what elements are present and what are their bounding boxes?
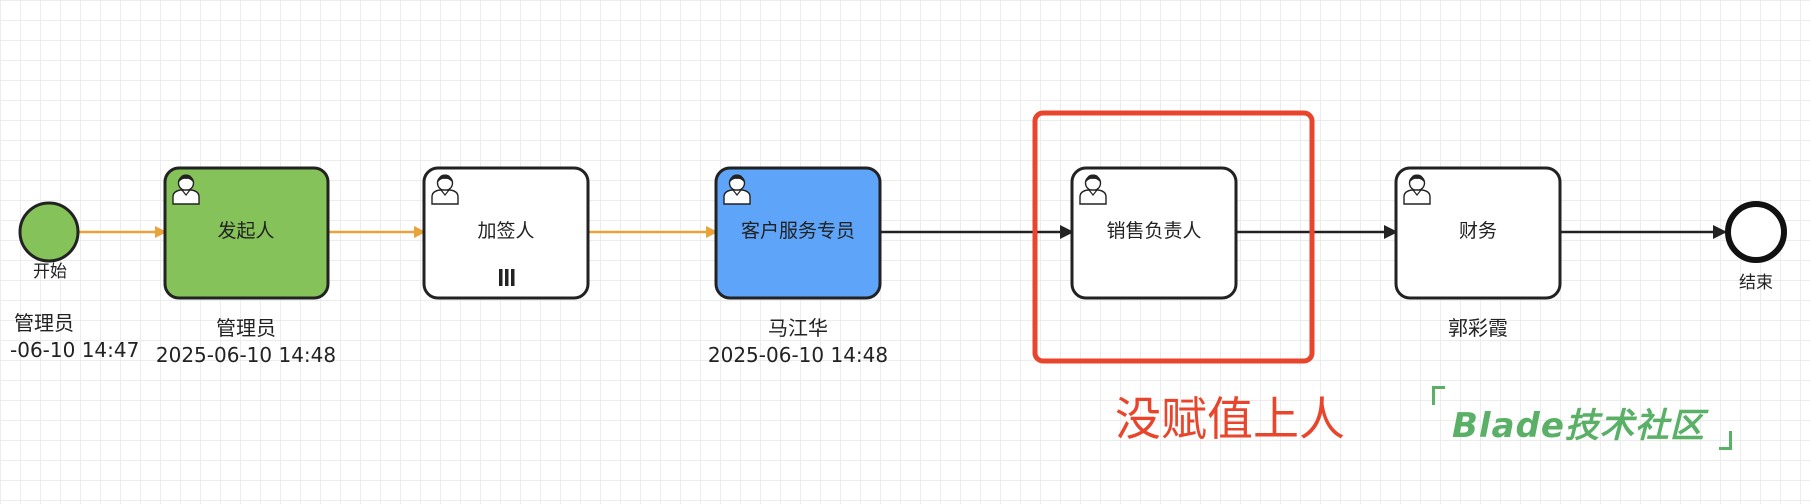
finance-user-label: 郭彩霞 xyxy=(1448,316,1508,340)
watermark: Blade技术社区 xyxy=(1432,380,1732,456)
start-time-label: -06-10 14:47 xyxy=(10,338,140,362)
initiator-time-label: 2025-06-10 14:48 xyxy=(155,343,337,367)
start-event[interactable] xyxy=(18,201,80,263)
start-user-label: 管理员 xyxy=(14,311,74,335)
highlight-box xyxy=(1032,110,1315,364)
task-cosign[interactable] xyxy=(422,166,590,300)
watermark-text: Blade技术社区 xyxy=(1452,406,1705,446)
task-finance-label: 财务 xyxy=(1458,220,1498,242)
task-sales-lead[interactable] xyxy=(1070,166,1238,300)
unassigned-note: 没赋值上人 xyxy=(1115,392,1345,446)
task-sales-lead-label: 销售负责人 xyxy=(1106,220,1202,242)
customer-service-time-label: 2025-06-10 14:48 xyxy=(707,343,889,367)
end-event[interactable] xyxy=(1725,201,1787,263)
task-customer-service[interactable] xyxy=(714,166,882,300)
customer-service-user-label: 马江华 xyxy=(768,316,828,340)
end-event-label: 结束 xyxy=(1739,273,1773,293)
start-event-label: 开始 xyxy=(33,262,67,282)
watermark-bracket-left xyxy=(1432,386,1445,405)
watermark-bracket-right xyxy=(1719,431,1732,450)
initiator-user-label: 管理员 xyxy=(216,316,276,340)
task-initiator-label: 发起人 xyxy=(217,220,275,242)
task-initiator[interactable] xyxy=(163,166,330,300)
multi-instance-parallel-icon xyxy=(499,269,515,286)
task-cosign-label: 加签人 xyxy=(477,220,535,242)
task-finance[interactable] xyxy=(1394,166,1562,300)
task-customer-service-label: 客户服务专员 xyxy=(740,220,856,242)
